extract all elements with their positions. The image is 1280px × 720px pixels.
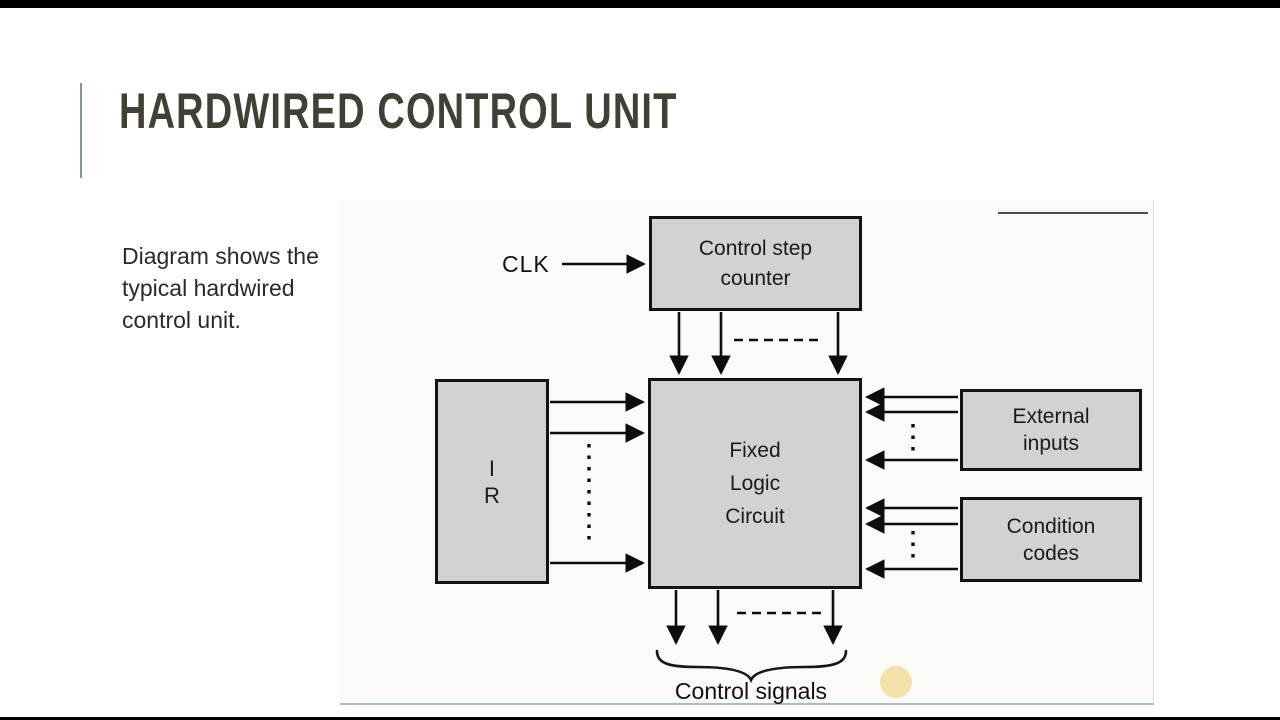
letterbox-top-bar bbox=[0, 0, 1280, 8]
control-signals-label: Control signals bbox=[674, 678, 828, 704]
clk-label: CLK bbox=[502, 251, 550, 277]
instruction-register-box: I R bbox=[435, 379, 549, 584]
slide-title: HARDWIRED CONTROL UNIT bbox=[119, 83, 678, 139]
fixed-logic-circuit-box: Fixed Logic Circuit bbox=[648, 378, 862, 589]
slide-caption: Diagram shows the typical hardwired cont… bbox=[122, 243, 319, 333]
letterbox-bottom-bar bbox=[0, 717, 1280, 720]
condition-codes-box: Condition codes bbox=[960, 497, 1142, 582]
page-edge-line bbox=[998, 212, 1148, 214]
title-accent-line bbox=[80, 83, 82, 178]
external-inputs-box: External inputs bbox=[960, 389, 1142, 471]
control-step-counter-box: Control step counter bbox=[649, 216, 862, 311]
